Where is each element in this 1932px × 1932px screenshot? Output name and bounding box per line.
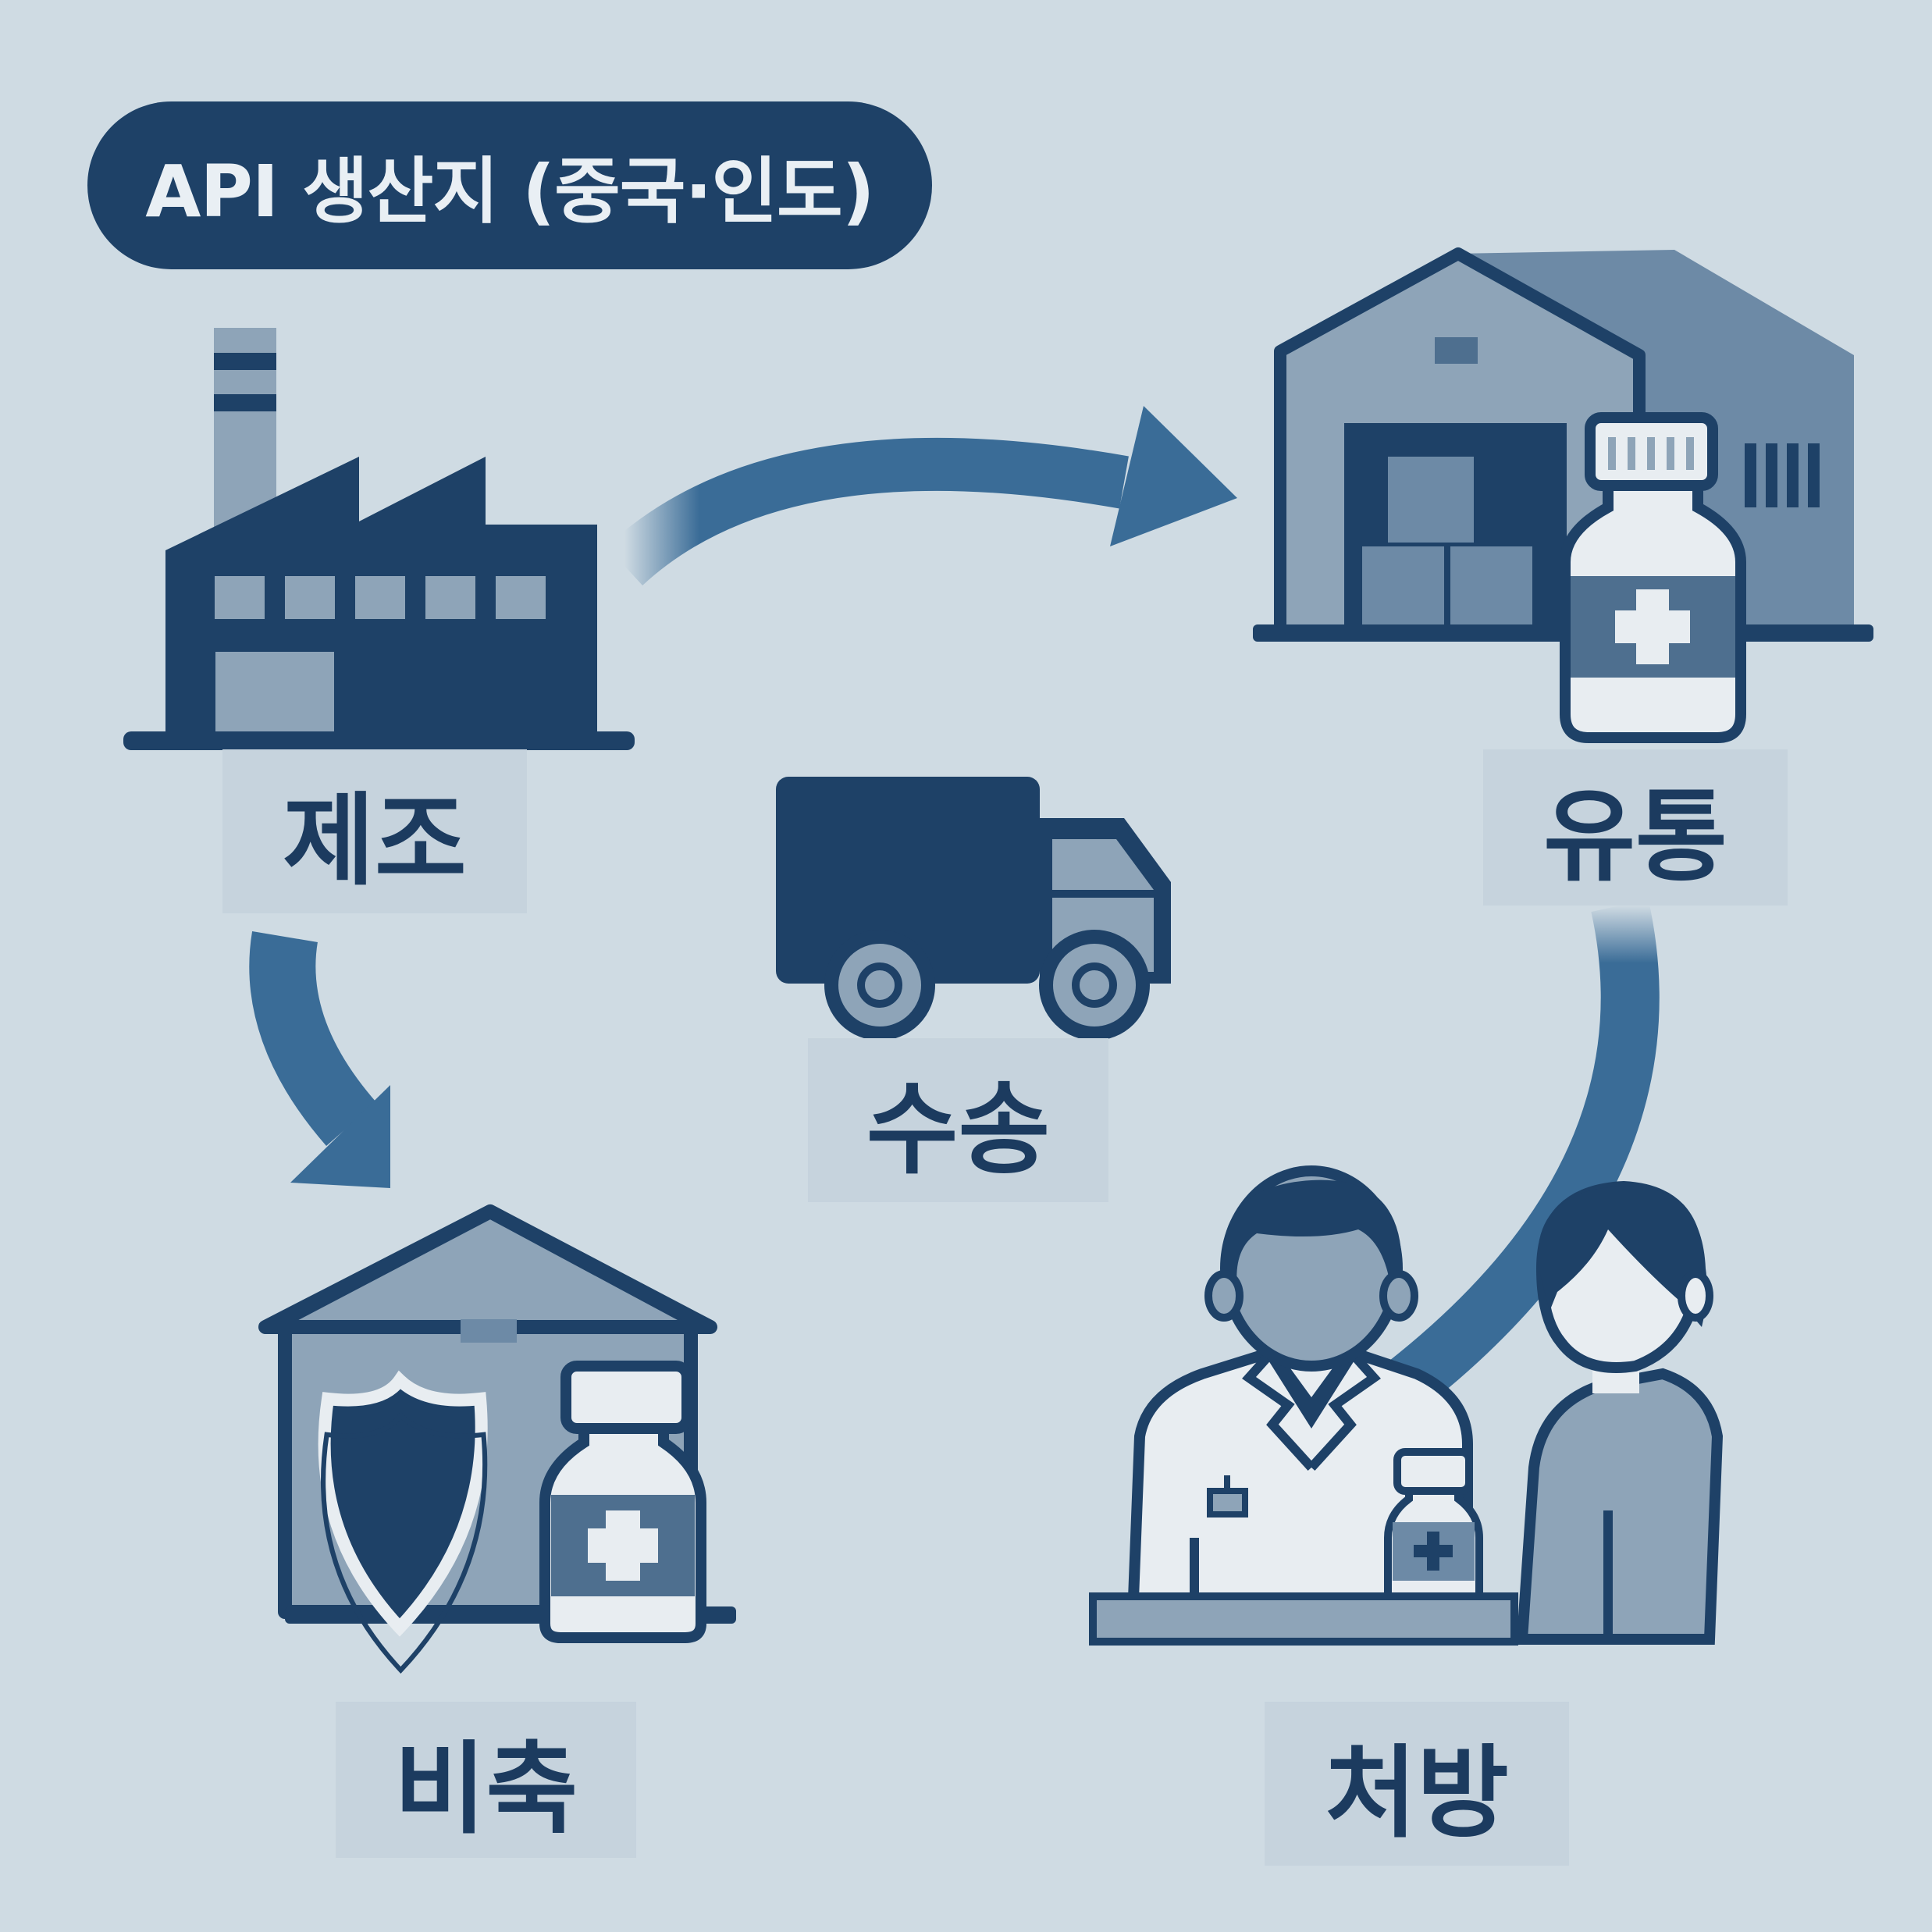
- arrow-manufacturing-to-stockpiling: [249, 931, 390, 1188]
- stage-label-distribution: 유통: [1483, 749, 1788, 906]
- api-origin-title: API 생산지 (중국·인도): [145, 150, 874, 233]
- stage-label-manufacturing: 제조: [222, 749, 527, 913]
- api-origin-badge: API 생산지 (중국·인도): [87, 101, 932, 269]
- factory-icon: [123, 328, 635, 750]
- warehouse-icon: [1253, 247, 1873, 743]
- shielded-warehouse-icon: [258, 1204, 736, 1674]
- arrow-manufacturing-to-distribution: [606, 406, 1237, 586]
- stage-label-prescription: 처방: [1265, 1702, 1569, 1866]
- stage-label-stockpiling: 비축: [336, 1702, 636, 1858]
- pharmacist-patient-icon: [1089, 1165, 1724, 1646]
- stage-label-transport: 수송: [808, 1038, 1108, 1202]
- delivery-truck-icon: [776, 777, 1171, 1041]
- arrow-distribution-to-prescription: [1386, 898, 1660, 1409]
